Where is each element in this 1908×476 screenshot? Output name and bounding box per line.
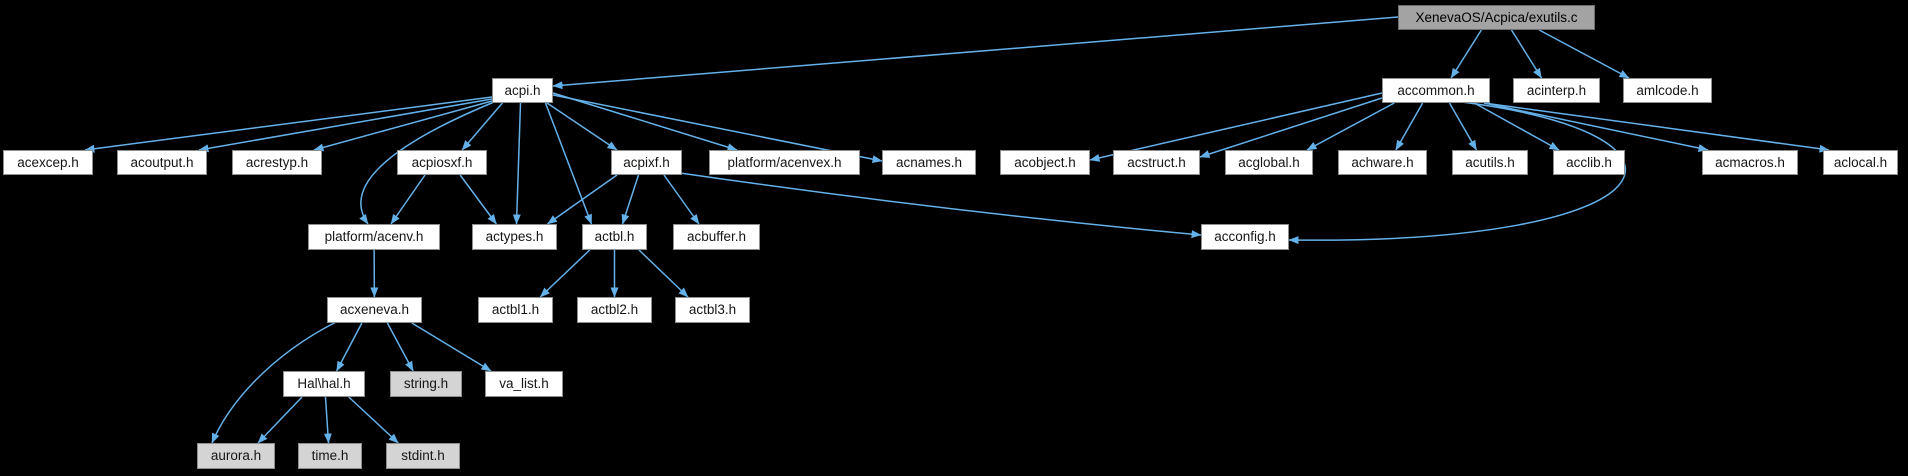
graph-node-acoutput-h[interactable]: acoutput.h	[117, 150, 207, 175]
edge-acpi-h--acpiosxf-h	[461, 102, 503, 151]
edge-accommon-h--acglobal-h	[1306, 102, 1395, 151]
edge-acxeneva-h--hal-hal-h	[335, 322, 363, 372]
edge-acpi-h--acrestyp-h	[313, 100, 493, 152]
graph-node-time-h: time.h	[298, 443, 362, 469]
graph-node-acpiosxf-h[interactable]: acpiosxf.h	[397, 150, 487, 175]
edge-accommon-h--acclib-h	[1473, 102, 1560, 151]
graph-node-acnames-h[interactable]: acnames.h	[882, 150, 976, 175]
graph-node-accommon-h[interactable]: accommon.h	[1382, 78, 1490, 103]
edge-xenevaos-acpica-exutils-c--amlcode-h	[1538, 29, 1630, 79]
edge-acxeneva-h--string-h	[386, 322, 414, 372]
edge-actbl-h--actbl3-h	[638, 249, 689, 298]
graph-node-actypes-h[interactable]: actypes.h	[472, 224, 557, 250]
edge-hal-hal-h--aurora-h	[257, 396, 303, 444]
edge-xenevaos-acpica-exutils-c--acinterp-h	[1510, 29, 1543, 79]
edge-accommon-h--achware-h	[1395, 102, 1424, 151]
graph-node-acstruct-h[interactable]: acstruct.h	[1113, 150, 1200, 175]
edge-accommon-h--acmacros-h	[1483, 102, 1709, 152]
graph-node-aclocal-h[interactable]: aclocal.h	[1823, 150, 1898, 175]
graph-node-acexcep-h[interactable]: acexcep.h	[3, 150, 93, 175]
graph-node-platform-acenv-h[interactable]: platform/acenv.h	[308, 224, 440, 250]
edge-acpixf-h--actbl-h	[621, 174, 640, 225]
graph-node-acinterp-h[interactable]: acinterp.h	[1513, 78, 1600, 103]
graph-node-stdint-h: stdint.h	[386, 443, 460, 469]
graph-node-actbl2-h[interactable]: actbl2.h	[577, 297, 652, 323]
edge-acpi-h--acoutput-h	[198, 98, 493, 153]
edge-accommon-h--aclocal-h	[1483, 102, 1830, 153]
edge-acpi-h--platform-acenvex-h	[552, 92, 738, 152]
edge-acpi-h--acpixf-h	[546, 102, 618, 151]
edge-acpiosxf-h--platform-acenv-h	[390, 174, 426, 225]
graph-node-acxeneva-h[interactable]: acxeneva.h	[327, 297, 422, 323]
edge-accommon-h--acutils-h	[1448, 102, 1478, 151]
graph-node-acobject-h[interactable]: acobject.h	[1000, 150, 1090, 175]
edge-acpi-h--actypes-h	[512, 102, 522, 225]
graph-node-acutils-h[interactable]: acutils.h	[1452, 150, 1528, 175]
edge-xenevaos-acpica-exutils-c--accommon-h	[1450, 29, 1483, 79]
graph-node-acglobal-h[interactable]: acglobal.h	[1225, 150, 1313, 175]
graph-node-acbuffer-h[interactable]: acbuffer.h	[673, 224, 760, 250]
graph-node-xenevaos-acpica-exutils-c: XenevaOS/Acpica/exutils.c	[1398, 5, 1595, 30]
edge-acxeneva-h--va-list-h	[411, 322, 492, 372]
edge-hal-hal-h--stdint-h	[348, 396, 399, 444]
graph-node-hal-hal-h[interactable]: Hal\hal.h	[283, 371, 365, 397]
graph-node-platform-acenvex-h[interactable]: platform/acenvex.h	[709, 150, 860, 175]
edge-hal-hal-h--time-h	[323, 396, 332, 444]
edge-acpi-h--acexcep-h	[84, 96, 493, 153]
graph-node-acconfig-h[interactable]: acconfig.h	[1201, 224, 1289, 250]
edge-xenevaos-acpica-exutils-c--acpi-h	[552, 16, 1399, 90]
graph-node-acclib-h[interactable]: acclib.h	[1553, 150, 1625, 175]
graph-node-acrestyp-h[interactable]: acrestyp.h	[232, 150, 322, 175]
graph-node-actbl1-h[interactable]: actbl1.h	[478, 297, 553, 323]
edge-acpi-h--actbl-h	[544, 102, 593, 225]
edge-acpixf-h--acbuffer-h	[663, 174, 700, 225]
edge-acpixf-h--actypes-h	[547, 174, 618, 225]
graph-node-acmacros-h[interactable]: acmacros.h	[1702, 150, 1798, 175]
graph-node-actbl-h[interactable]: actbl.h	[582, 224, 647, 250]
graph-node-va-list-h[interactable]: va_list.h	[485, 371, 563, 397]
edge-actbl-h--actbl1-h	[539, 249, 591, 298]
edge-acpiosxf-h--actypes-h	[459, 174, 497, 225]
graph-node-acpixf-h[interactable]: acpixf.h	[611, 150, 682, 175]
graph-node-actbl3-h[interactable]: actbl3.h	[675, 297, 750, 323]
graph-node-aurora-h: aurora.h	[197, 443, 275, 469]
graph-node-acpi-h[interactable]: acpi.h	[492, 78, 553, 103]
edge-accommon-h--acstruct-h	[1199, 97, 1383, 158]
graph-node-string-h: string.h	[390, 371, 462, 397]
graph-node-achware-h[interactable]: achware.h	[1338, 150, 1427, 175]
graph-node-amlcode-h[interactable]: amlcode.h	[1623, 78, 1712, 103]
